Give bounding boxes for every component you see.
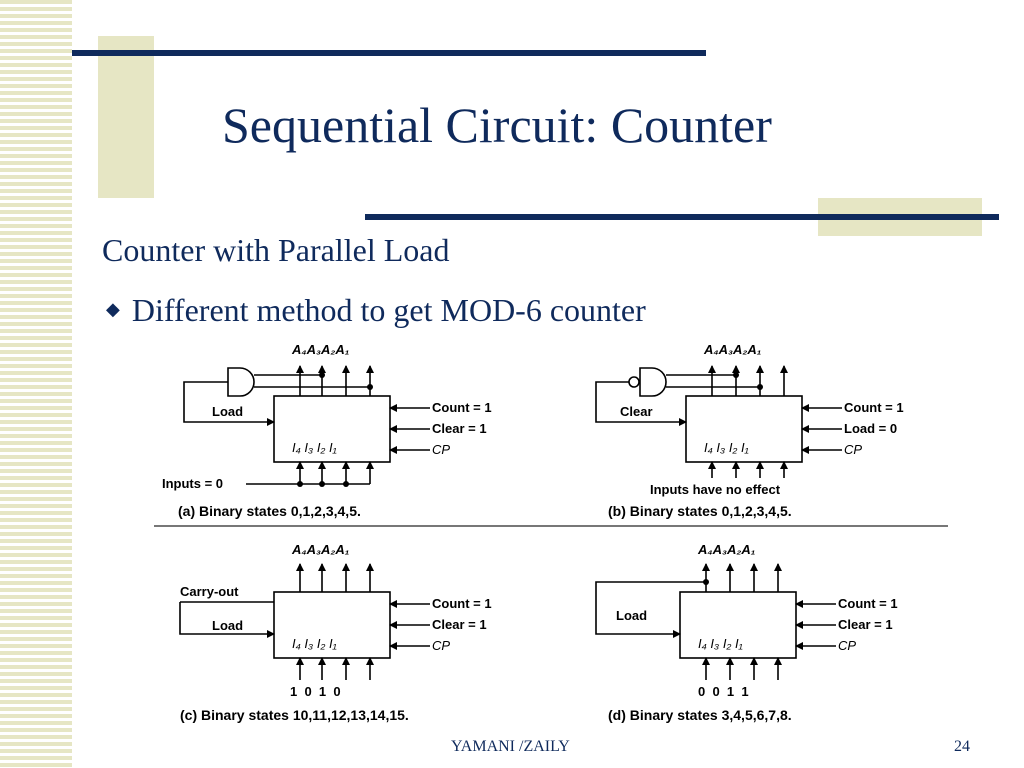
right-label-d-1: Clear = 1 <box>838 617 893 632</box>
subheading: Counter with Parallel Load <box>102 232 450 268</box>
outputs-label-d: A₄A₃A₂A₁ <box>697 542 755 557</box>
feedback-label-c: Load <box>212 618 243 633</box>
inputs-label-d: I₄ I₃ I₂ I₁ <box>698 636 743 651</box>
slide-title: Sequential Circuit: Counter <box>222 97 772 153</box>
outputs-label-b: A₄A₃A₂A₁ <box>703 342 761 357</box>
input-values-d: 0 0 1 1 <box>698 684 749 699</box>
panel-c <box>179 563 430 680</box>
caption-d: (d) Binary states 3,4,5,6,7,8. <box>608 707 792 723</box>
navy-line-top <box>72 50 706 56</box>
feedback-label-a: Load <box>212 404 243 419</box>
right-label-a-1: Clear = 1 <box>432 421 487 436</box>
and-gate-a <box>227 367 255 397</box>
right-label-d-0: Count = 1 <box>838 596 898 611</box>
counter-diagram: A₄A₃A₂A₁ I₄ I₃ I₂ I₁ Load Count = 1 Clea… <box>154 342 948 723</box>
feedback-label-b: Clear <box>620 404 653 419</box>
carry-label-c: Carry-out <box>180 584 239 599</box>
bottom-note-b: Inputs have no effect <box>650 482 781 497</box>
feedback-label-d: Load <box>616 608 647 623</box>
footer-author: YAMANI /ZAILY <box>451 738 570 755</box>
right-label-b-2: CP <box>844 442 862 457</box>
panel-d <box>595 563 836 680</box>
input-values-c: 1 0 1 0 <box>290 684 341 699</box>
bullet-item: ◆ Different method to get MOD-6 counter <box>106 292 646 329</box>
panel-b <box>595 365 842 478</box>
right-label-b-1: Load = 0 <box>844 421 897 436</box>
outputs-label-a: A₄A₃A₂A₁ <box>291 342 349 357</box>
right-label-a-2: CP <box>432 442 450 457</box>
inputs-label-c: I₄ I₃ I₂ I₁ <box>292 636 337 651</box>
bullet-text: Different method to get MOD-6 counter <box>131 292 646 328</box>
right-label-b-0: Count = 1 <box>844 400 904 415</box>
caption-b: (b) Binary states 0,1,2,3,4,5. <box>608 503 792 519</box>
navy-line-right <box>365 214 999 220</box>
right-label-c-1: Clear = 1 <box>432 617 487 632</box>
inputs-label-b: I₄ I₃ I₂ I₁ <box>704 440 749 455</box>
bottom-note-a: Inputs = 0 <box>162 476 223 491</box>
right-label-c-0: Count = 1 <box>432 596 492 611</box>
diamond-bullet-icon: ◆ <box>106 299 120 319</box>
inputs-label-a: I₄ I₃ I₂ I₁ <box>292 440 337 455</box>
left-stripe-decoration <box>0 0 72 768</box>
caption-a: (a) Binary states 0,1,2,3,4,5. <box>178 503 361 519</box>
tan-block-top <box>98 36 154 198</box>
page-number: 24 <box>954 738 970 755</box>
outputs-label-c: A₄A₃A₂A₁ <box>291 542 349 557</box>
caption-c: (c) Binary states 10,11,12,13,14,15. <box>180 707 409 723</box>
nand-gate-b <box>639 367 667 397</box>
right-label-a-0: Count = 1 <box>432 400 492 415</box>
panel-a <box>183 365 430 487</box>
right-label-c-2: CP <box>432 638 450 653</box>
right-label-d-2: CP <box>838 638 856 653</box>
